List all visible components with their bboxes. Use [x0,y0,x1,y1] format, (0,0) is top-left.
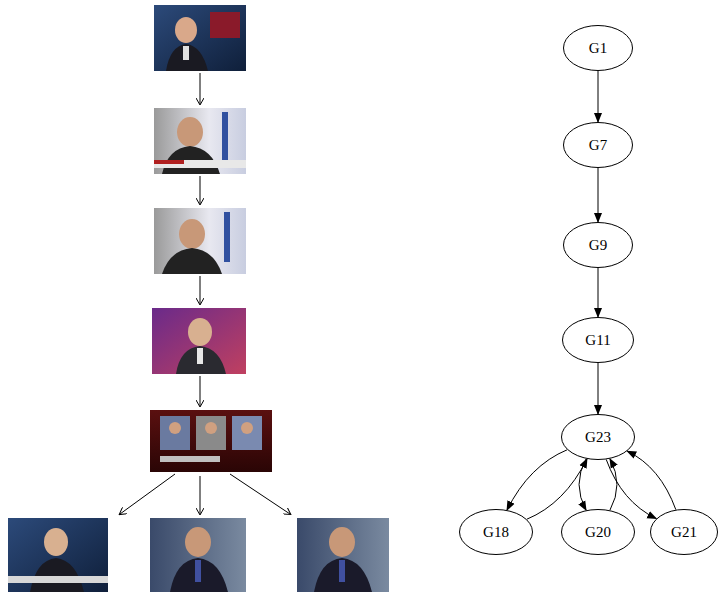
graph-edge [610,459,617,510]
thumbnail [154,208,246,274]
node-label: G11 [585,332,610,349]
thumbnail-arrow [200,276,201,304]
graph-node: G11 [562,317,634,363]
thumbnail-arrow [230,474,290,514]
thumbnail [150,410,272,472]
graph-edge [598,363,599,414]
thumbnail-arrow [200,176,201,204]
node-label: G23 [585,429,611,446]
thumbnail-arrow [120,474,175,514]
graph-edge [507,450,567,510]
node-label: G20 [585,524,611,541]
graph-node: G20 [561,509,635,555]
node-label: G1 [589,40,607,57]
graph-edge [627,451,676,510]
graph-edge [579,459,586,510]
thumbnail-arrow [200,476,201,514]
graph-node: G21 [650,509,718,555]
graph-node: G18 [459,509,533,555]
thumbnail [154,108,246,174]
thumbnail-arrow [200,73,201,104]
graph-node: G7 [563,122,633,168]
graph-edge [598,168,599,222]
thumbnail [297,518,389,592]
thumbnail [152,308,246,374]
graph-node: G9 [563,222,633,268]
node-label: G7 [589,137,607,154]
thumbnail [150,518,246,592]
node-label: G21 [671,524,697,541]
thumbnail [8,518,108,592]
graph-edge [527,459,587,519]
graph-node: G1 [563,25,633,71]
graph-node: G23 [561,414,635,460]
node-label: G18 [483,524,509,541]
graph-edge [606,459,656,518]
thumbnail-arrow [200,376,201,406]
thumbnail [154,5,246,71]
graph-edge [598,268,599,317]
node-label: G9 [589,237,607,254]
graph-edge [598,71,599,122]
